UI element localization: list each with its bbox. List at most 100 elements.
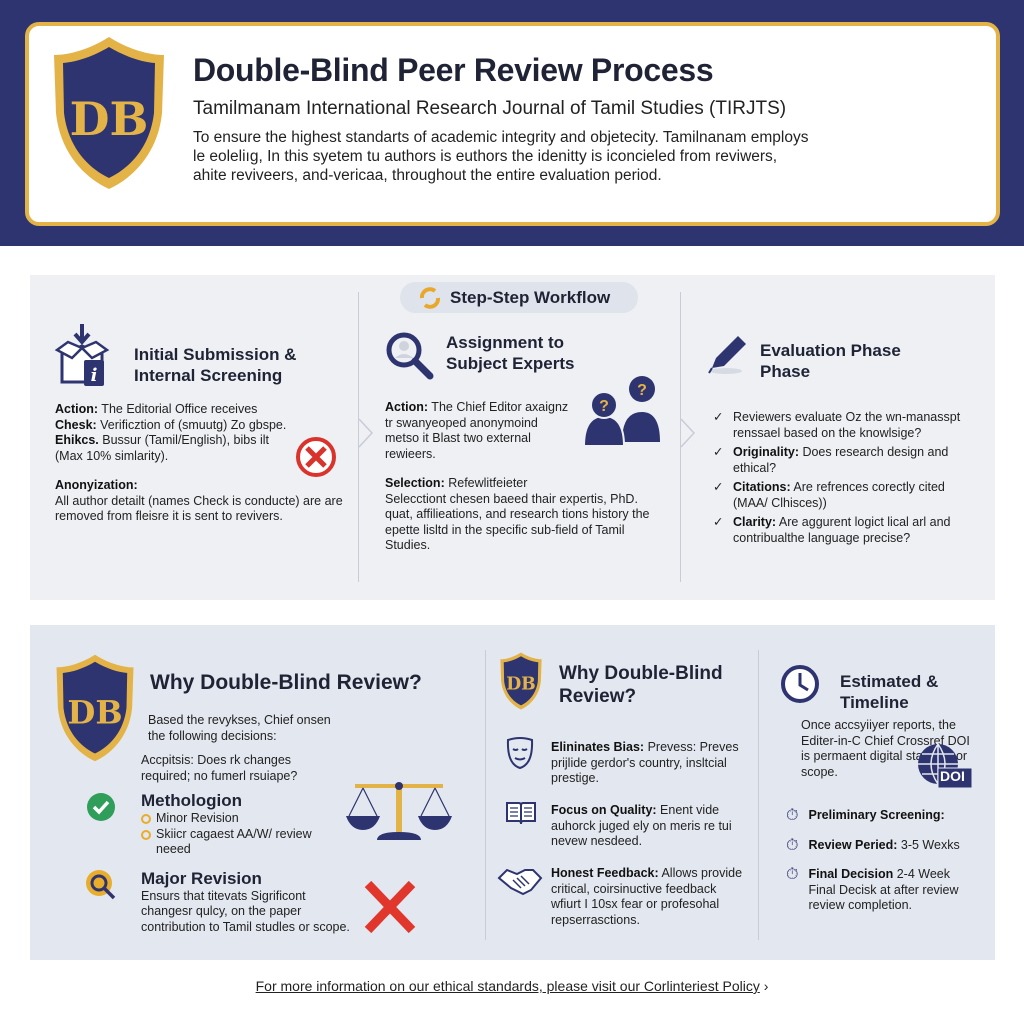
label: Chesk: <box>55 417 97 432</box>
label: Citations: <box>733 480 791 494</box>
svg-text:?: ? <box>637 382 647 399</box>
step2-column: Action: The Chief Editor axaignz tr swan… <box>385 400 655 554</box>
timeline-list: ⏱ Preliminary Screening: ⏱ Review Peried: … <box>786 808 974 928</box>
timeline-item: ⏱ Review Peried: 3-5 Wexks <box>786 836 974 854</box>
timeline-item: ⏱ Preliminary Screening: <box>786 808 974 824</box>
label: Elininates Bias: <box>551 740 645 754</box>
handshake-icon <box>497 868 543 896</box>
step1-details: Action: The Editorial Office receives Ch… <box>55 402 287 464</box>
arrow-icon: › <box>763 978 769 994</box>
svg-text:i: i <box>91 365 98 386</box>
stopwatch-icon: ⏱ <box>786 866 799 883</box>
stopwatch-icon: ⏱ <box>786 836 799 854</box>
footer-policy-link[interactable]: For more information on our ethical stan… <box>0 978 1024 994</box>
text: The Chief Editor axaignz tr swanyeoped a… <box>385 400 569 461</box>
svg-text:DB: DB <box>67 693 122 731</box>
text: 2-4 Week Final Decisk at after review re… <box>808 867 959 912</box>
label: Ehikcs. <box>55 433 99 447</box>
label: Preliminary Screening: <box>808 808 945 822</box>
label: Anonyization: <box>55 478 138 492</box>
bullet-dot-icon <box>141 829 151 840</box>
text: Does research design and ethical? <box>733 445 949 475</box>
bullet-item: Minor Revision <box>141 811 339 827</box>
box-info-icon: i <box>54 324 110 386</box>
text: Allows provide critical, coirsinuctive f… <box>551 866 743 927</box>
criteria-item: Clarity: Are aggurent logict lical arl a… <box>713 515 971 546</box>
why2-title: Why Double-Blind Review? <box>559 663 723 707</box>
text: Reviewers evaluate Oz the wn-manasspt re… <box>733 410 961 440</box>
step1-title: Initial Submission & Internal Screening <box>134 345 297 385</box>
magnifier-person-icon <box>386 332 434 380</box>
why1-major: Major Revision <box>141 868 262 888</box>
text: 3-5 Wexks <box>897 837 960 852</box>
why1-methology: Methologion <box>141 791 243 810</box>
header-card <box>25 22 1000 226</box>
anonymous-reviewers-icon: ? ? <box>582 376 660 446</box>
scales-icon <box>346 782 452 840</box>
cycle-arrows-icon <box>420 286 440 309</box>
label: Action: <box>55 402 99 416</box>
chevron-right-icon <box>680 418 696 448</box>
why1-major-text: Ensurs that titevats Sigrificont changes… <box>141 888 350 934</box>
check-circle-icon <box>87 793 115 821</box>
text: Bussur (Tamil/English), bibs ilt (Max 10… <box>55 433 269 463</box>
text: Are refrences corectly cited (MAA/ Clhis… <box>733 480 945 510</box>
text: Refewlitfeieter <box>444 476 528 490</box>
text: The Editorial Office receives <box>98 402 258 416</box>
label: Review Peried: <box>808 837 898 852</box>
svg-text:DB: DB <box>506 674 536 694</box>
divider <box>485 650 486 940</box>
text: Minor Revision <box>156 811 239 825</box>
why1-title: Why Double-Blind Review? <box>150 671 422 694</box>
red-x-icon <box>364 880 416 934</box>
bullet-item: Skiicr cagaest AA/W/ review neeed <box>141 827 339 858</box>
footer-link-text[interactable]: For more information on our ethical stan… <box>255 978 760 994</box>
book-icon <box>506 802 536 825</box>
globe-doi-icon <box>918 743 972 788</box>
label: Final Decision <box>808 867 894 881</box>
text: Prevess: Preves prijlide gerdor's countr… <box>551 740 739 785</box>
divider <box>680 292 681 582</box>
criteria-item: Reviewers evaluate Oz the wn-manasspt re… <box>713 410 971 441</box>
page-title: Double-Blind Peer Review Process <box>193 52 714 88</box>
bullet-dot-icon <box>141 814 151 824</box>
decision-bullets: Minor Revision Skiicr cagaest AA/W/ revi… <box>141 811 339 858</box>
text: Selecctiont chesen baeed thair expertis,… <box>385 491 650 553</box>
chevron-right-icon <box>358 418 374 448</box>
label: Selection: <box>385 476 445 490</box>
text: All author detailt (names Check is condu… <box>55 493 343 524</box>
benefit-item: Elininates Bias: Prevess: Preves prijlid… <box>551 740 743 787</box>
mask-icon <box>506 737 534 770</box>
timeline-title: Estimated & Timeline <box>840 672 939 712</box>
journal-name: Tamilmanam International Research Journa… <box>193 98 787 119</box>
stopwatch-icon: ⏱ <box>786 807 799 824</box>
divider <box>358 292 359 582</box>
step2-selection: Selection: Refewlitfeieter Selecctiont c… <box>385 476 653 554</box>
timeline-item: ⏱ Final Decision 2-4 Week Final Decisk at… <box>786 867 974 914</box>
step2-title: Assignment to Subject Experts <box>446 333 575 373</box>
db-shield-logo: DB <box>54 37 164 189</box>
workflow-pill: Step-Step Workflow <box>400 282 638 313</box>
methology-block: Methologion Minor Revision Skiicr cagaes… <box>87 790 356 858</box>
why1-column: Based the revykses, Chief onsen the foll… <box>86 713 356 936</box>
text: Skiicr cagaest AA/W/ review neeed <box>156 826 312 857</box>
major-block: Major Revision Ensurs that titevats Sigr… <box>86 868 356 936</box>
clock-icon <box>781 665 819 703</box>
intro-text: To ensure the highest standarts of acade… <box>193 129 809 184</box>
reject-circle-icon <box>296 437 336 477</box>
step3-title: Evaluation Phase Phase <box>760 341 901 381</box>
divider <box>758 650 759 940</box>
criteria-item: Originality: Does research design and et… <box>713 445 971 476</box>
db-shield-icon: DB <box>56 654 134 762</box>
doi-label: DOI <box>940 768 965 784</box>
svg-text:DB: DB <box>70 92 149 146</box>
label: Originality: <box>733 445 799 459</box>
step1-anonymization: Anonyization: All author detailt (names … <box>55 478 347 525</box>
step2-action: Action: The Chief Editor axaignz tr swan… <box>385 400 573 462</box>
workflow-pill-label: Step-Step Workflow <box>450 287 611 307</box>
text: Are aggurent logict lical arl and contri… <box>733 515 951 545</box>
search-review-icon <box>86 869 116 899</box>
evaluation-criteria-list: Reviewers evaluate Oz the wn-manasspt re… <box>713 410 971 550</box>
label: Action: <box>385 400 429 414</box>
benefit-item: Honest Feedback: Allows provide critical… <box>551 866 743 928</box>
